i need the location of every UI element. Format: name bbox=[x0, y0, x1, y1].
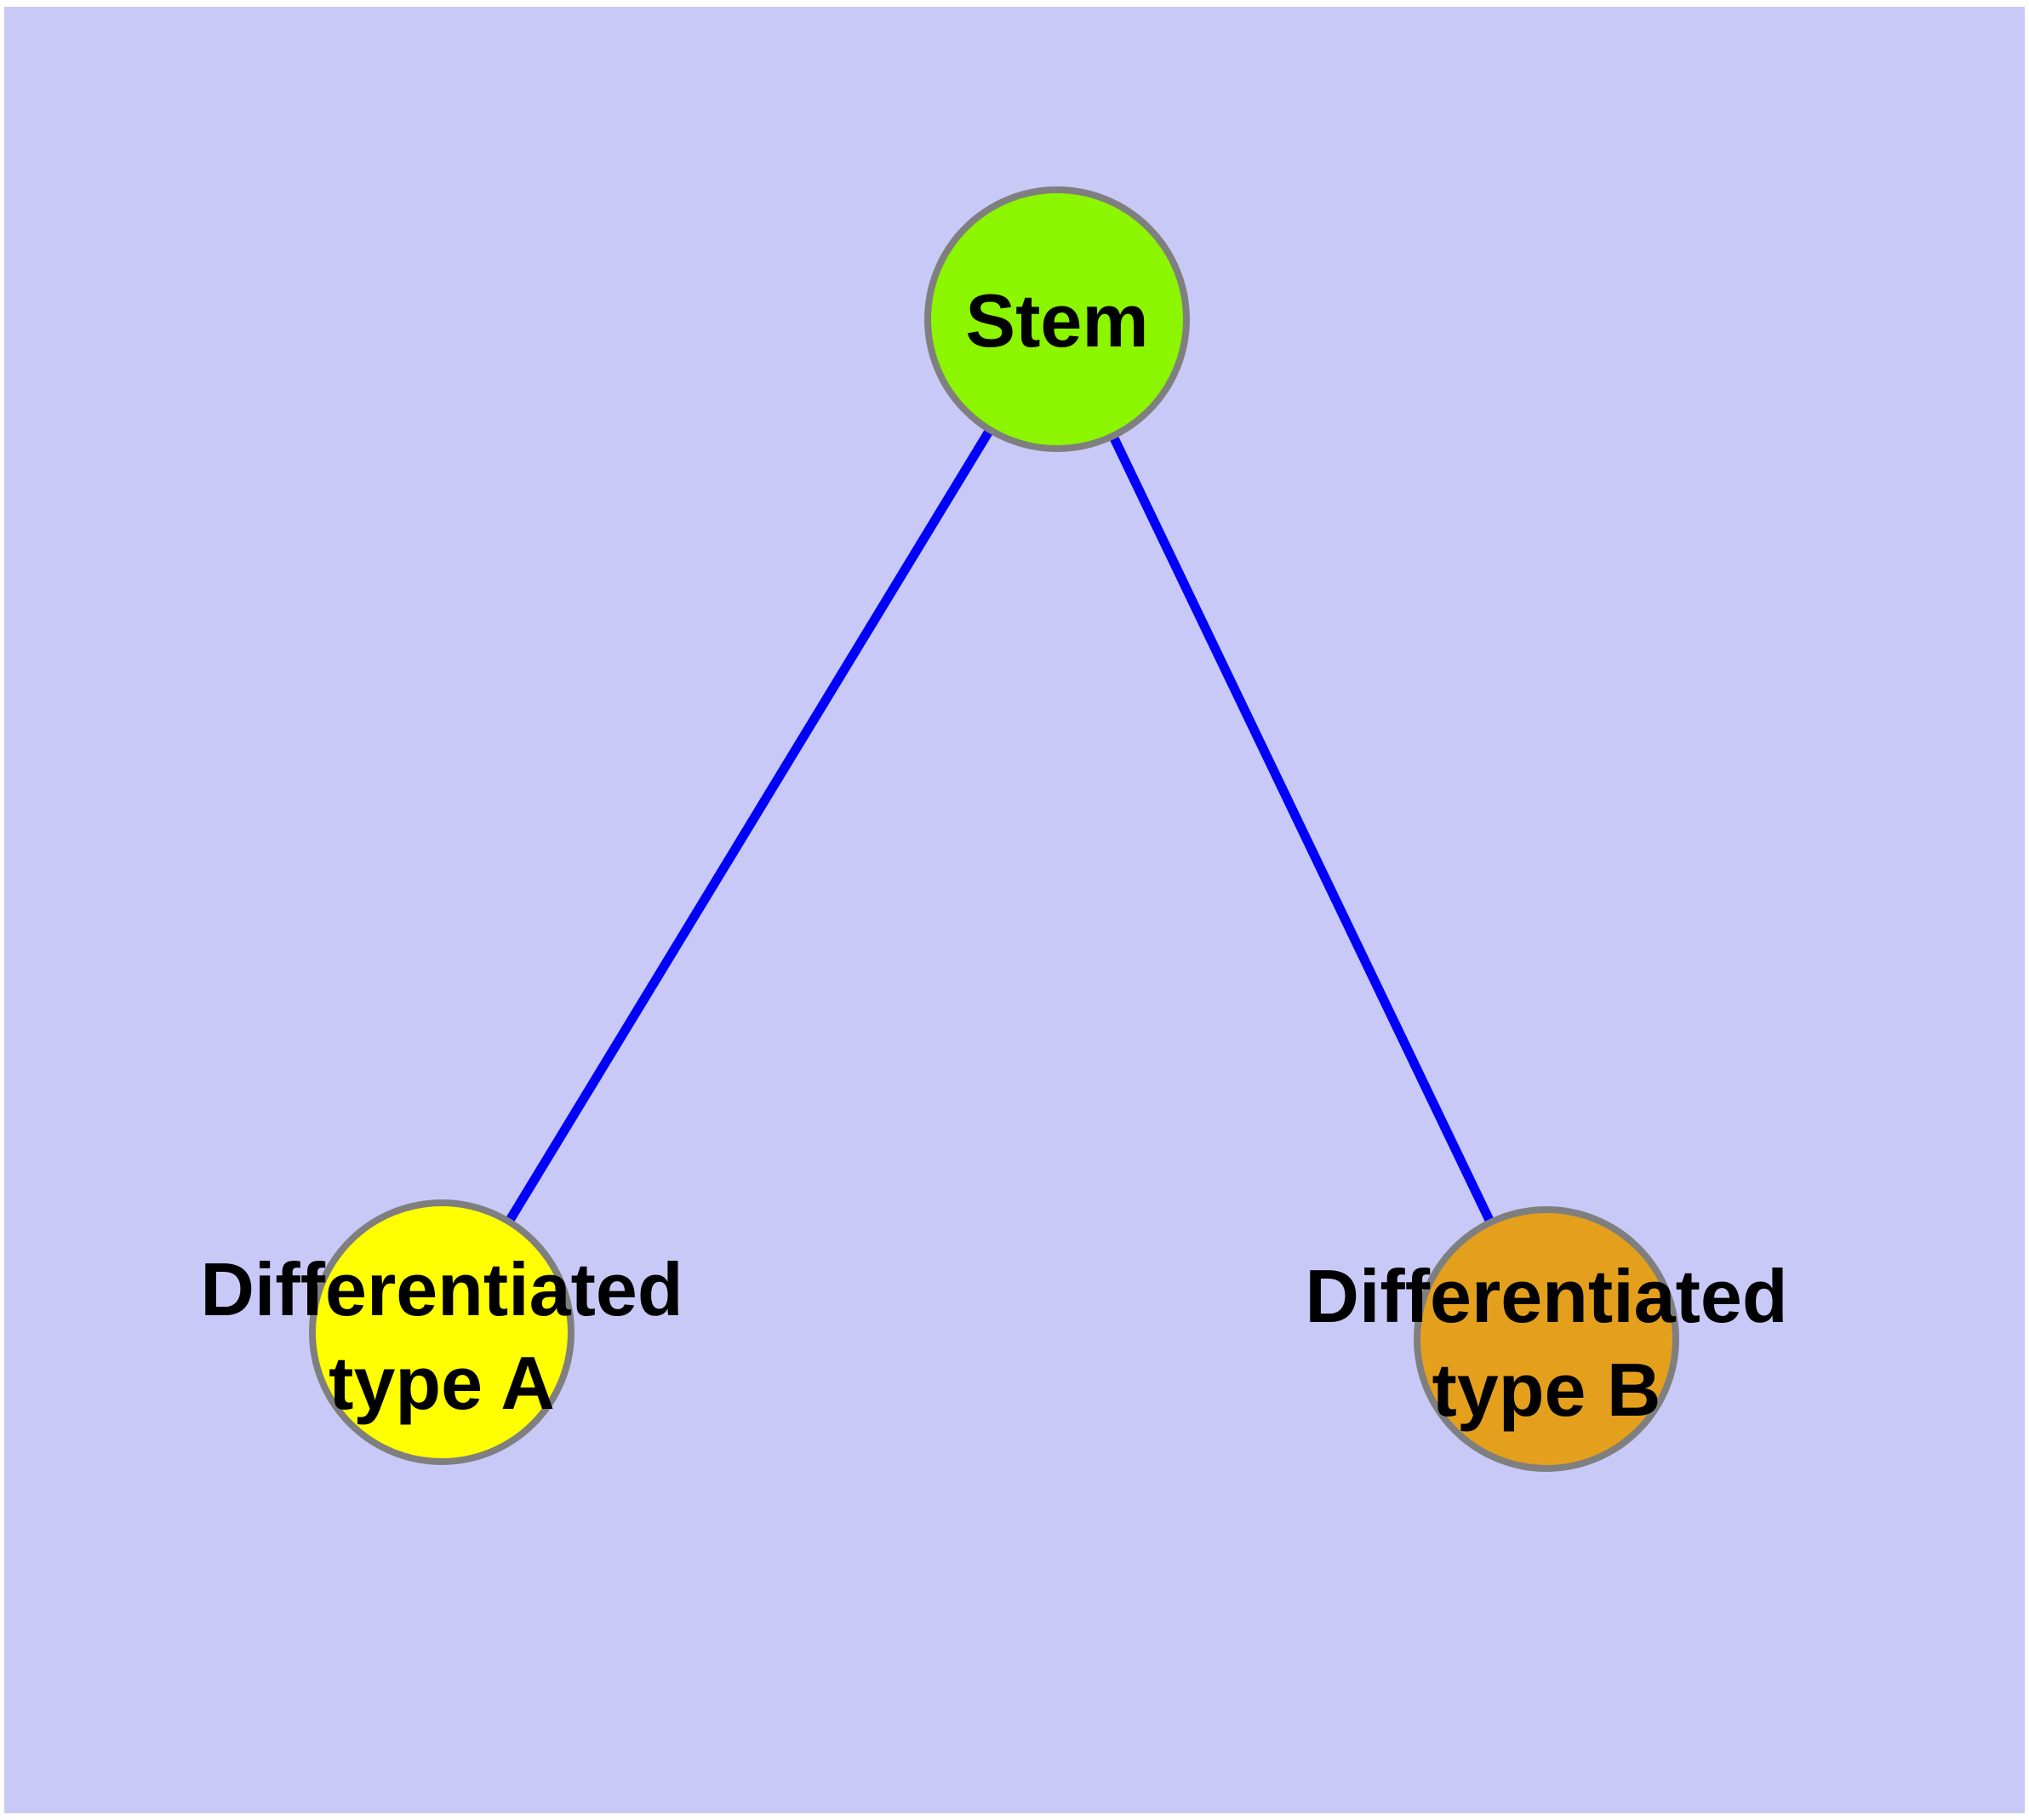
edge-stem-to-type-a[interactable] bbox=[437, 317, 1061, 1335]
node-stem-label: Stem bbox=[965, 278, 1148, 363]
node-differentiated-type-a-label-line1: Differentiated bbox=[200, 1247, 683, 1331]
node-differentiated-type-a-circle[interactable] bbox=[309, 1199, 574, 1465]
node-differentiated-type-b-label-line1: Differentiated bbox=[1305, 1254, 1787, 1338]
node-stem-circle[interactable] bbox=[924, 186, 1190, 452]
node-differentiated-type-b-label-line2: type B bbox=[1432, 1348, 1661, 1432]
node-differentiated-type-a-label-line2: type A bbox=[329, 1341, 555, 1425]
node-differentiated-type-b[interactable]: Differentiated type B bbox=[1305, 1206, 1788, 1472]
edge-stem-to-type-b[interactable] bbox=[1053, 317, 1551, 1342]
node-stem[interactable]: Stem bbox=[924, 186, 1190, 452]
node-differentiated-type-b-circle[interactable] bbox=[1414, 1206, 1679, 1472]
node-differentiated-type-a[interactable]: Differentiated type A bbox=[200, 1199, 683, 1465]
